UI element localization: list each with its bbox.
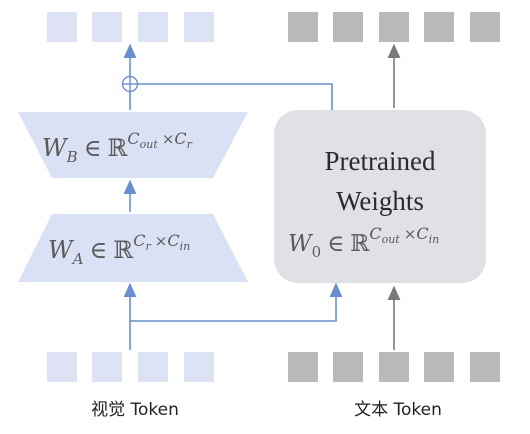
adapter-b-formula: WB∈ℝCout×Cr: [42, 129, 193, 166]
adapter-a-block: [18, 214, 248, 282]
visual-token: [47, 352, 77, 382]
text-token-label: 文本 Token: [354, 400, 442, 420]
visual-token: [184, 12, 214, 42]
adapter-path: [123, 43, 343, 350]
text-token: [470, 352, 500, 382]
text-token: [379, 12, 409, 42]
pretrained-title-line1: Pretrained: [325, 146, 436, 176]
sum-node: [121, 75, 139, 93]
visual-token-label: 视觉 Token: [91, 400, 179, 420]
text-token: [424, 12, 454, 42]
visual-token: [47, 12, 77, 42]
pretrained-formula: W0∈ℝCout×Cin: [288, 224, 439, 261]
visual-token: [184, 352, 214, 382]
visual-token: [92, 12, 122, 42]
input-visual-tokens: [47, 352, 214, 382]
adapter-b-block: [18, 112, 248, 178]
output-text-tokens: [288, 12, 500, 42]
text-token: [333, 352, 363, 382]
visual-token: [138, 12, 168, 42]
text-token: [424, 352, 454, 382]
text-token: [379, 352, 409, 382]
output-visual-tokens: [47, 12, 214, 42]
pretrained-weights-block: [274, 110, 486, 283]
text-token: [333, 12, 363, 42]
text-token: [288, 12, 318, 42]
adapter-a-formula: WA∈ℝCr×Cin: [48, 231, 190, 268]
visual-token: [138, 352, 168, 382]
text-token: [288, 352, 318, 382]
pretrained-title-line2: Weights: [336, 186, 424, 216]
visual-token: [92, 352, 122, 382]
text-token: [470, 12, 500, 42]
input-text-tokens: [288, 352, 500, 382]
